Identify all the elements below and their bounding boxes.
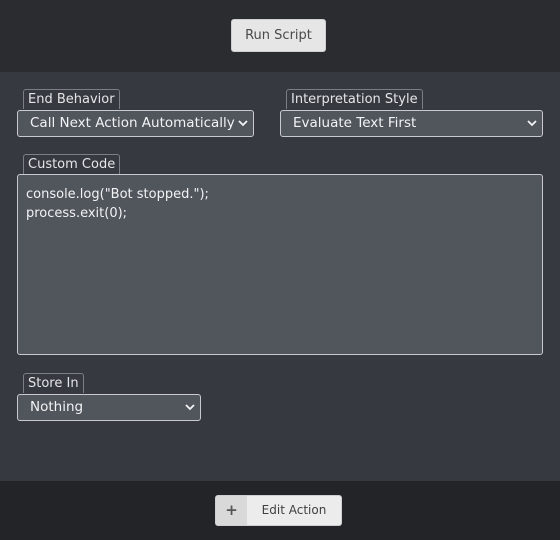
plus-icon: + xyxy=(216,496,247,525)
interpretation-style-label: Interpretation Style xyxy=(286,89,423,109)
store-in-value: Nothing xyxy=(30,399,84,415)
chevron-down-icon xyxy=(185,404,195,411)
edit-action-label: Edit Action xyxy=(261,503,327,517)
store-in-label: Store In xyxy=(23,373,84,393)
bottom-toolbar: + Edit Action xyxy=(0,481,560,540)
store-in-select[interactable]: Nothing xyxy=(17,394,201,421)
interpretation-style-value: Evaluate Text First xyxy=(293,115,417,131)
custom-code-label: Custom Code xyxy=(23,154,121,174)
chevron-down-icon xyxy=(238,120,248,127)
top-toolbar: Run Script xyxy=(0,0,560,72)
custom-code-editor[interactable]: console.log("Bot stopped."); process.exi… xyxy=(17,174,543,355)
interpretation-style-select[interactable]: Evaluate Text First xyxy=(280,110,543,137)
run-script-button[interactable]: Run Script xyxy=(231,19,326,52)
end-behavior-label: End Behavior xyxy=(23,89,120,109)
end-behavior-select[interactable]: Call Next Action Automatically xyxy=(17,110,254,137)
chevron-down-icon xyxy=(527,120,537,127)
edit-action-button[interactable]: + Edit Action xyxy=(215,495,342,526)
end-behavior-value: Call Next Action Automatically xyxy=(30,115,235,131)
